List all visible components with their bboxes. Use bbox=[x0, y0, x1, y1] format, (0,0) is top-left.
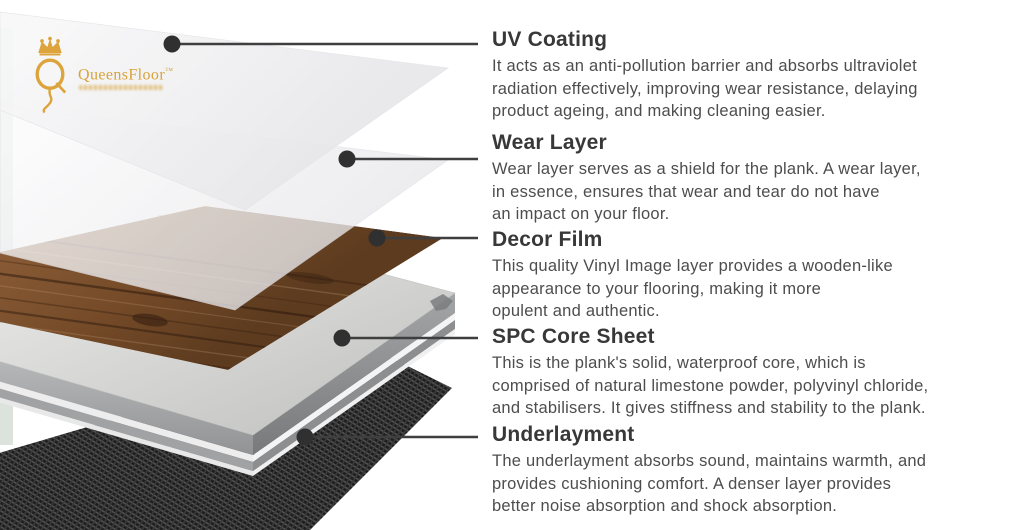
click-lock-groove bbox=[430, 294, 453, 311]
section-title: SPC Core Sheet bbox=[492, 325, 655, 348]
section-uv-coating: UV Coating It acts as an anti-pollution … bbox=[492, 27, 918, 123]
callout-dot-wear bbox=[338, 150, 356, 168]
logo-tagline-blur bbox=[79, 85, 163, 90]
section-text-line: better noise absorption and shock absorp… bbox=[492, 497, 838, 515]
plank-edge-strip bbox=[0, 388, 253, 471]
callout-dot-uv bbox=[163, 35, 181, 53]
callout-dot-underlayment bbox=[296, 428, 314, 446]
layer-diagram bbox=[0, 11, 478, 530]
brand-name: QueensFloor™ bbox=[78, 66, 174, 84]
section-text-line: in essence, ensures that wear and tear d… bbox=[492, 182, 880, 201]
crown-q-emblem-icon bbox=[35, 36, 67, 114]
plank-edge-strip bbox=[0, 397, 253, 476]
section-spc-core-sheet: SPC Core Sheet This is the plank's solid… bbox=[492, 324, 928, 420]
uv-coating-sheet bbox=[0, 11, 450, 211]
section-text-line: opulent and authentic. bbox=[492, 302, 660, 320]
section-text-line: an impact on your floor. bbox=[492, 205, 670, 223]
section-text-line: comprised of natural limestone powder, p… bbox=[492, 376, 929, 395]
callout-dot-decor bbox=[368, 229, 386, 247]
callout-lines bbox=[172, 42, 478, 439]
crown-icon bbox=[38, 38, 62, 53]
brand-logo: QueensFloor™ bbox=[26, 36, 176, 114]
section-decor-film: Decor Film This quality Vinyl Image laye… bbox=[492, 227, 893, 323]
section-text-line: appearance to your flooring, making it m… bbox=[492, 279, 822, 298]
section-title: Underlayment bbox=[492, 423, 635, 446]
plank-edge-strip bbox=[0, 381, 253, 462]
section-text-line: This quality Vinyl Image layer provides … bbox=[492, 257, 893, 275]
section-text-line: radiation effectively, improving wear re… bbox=[492, 79, 918, 98]
section-wear-layer: Wear Layer Wear layer serves as a shield… bbox=[492, 130, 921, 226]
plank-edge-strip bbox=[253, 313, 455, 462]
logo-flourish bbox=[42, 88, 53, 114]
section-text-line: and stabilisers. It gives stiffness and … bbox=[492, 399, 926, 417]
callout-dots bbox=[163, 35, 386, 446]
section-text-line: product ageing, and making cleaning easi… bbox=[492, 102, 826, 120]
q-tail-stroke bbox=[55, 82, 67, 94]
section-text-line: It acts as an anti-pollution barrier and… bbox=[492, 57, 917, 75]
section-text-line: The underlayment absorbs sound, maintain… bbox=[492, 452, 927, 470]
section-underlayment: Underlayment The underlayment absorbs so… bbox=[492, 422, 926, 518]
section-text-line: This is the plank's solid, waterproof co… bbox=[492, 354, 866, 372]
section-title: UV Coating bbox=[492, 28, 608, 51]
section-text-line: Wear layer serves as a shield for the pl… bbox=[492, 160, 921, 178]
trademark-symbol: ™ bbox=[165, 66, 174, 75]
callout-dot-spc bbox=[333, 329, 351, 347]
section-text-line: provides cushioning comfort. A denser la… bbox=[492, 474, 892, 493]
spc-core-side bbox=[253, 293, 455, 455]
q-ring-icon bbox=[35, 58, 65, 90]
spc-core-side bbox=[0, 361, 253, 455]
section-title: Decor Film bbox=[492, 228, 603, 251]
section-title: Wear Layer bbox=[492, 131, 607, 154]
